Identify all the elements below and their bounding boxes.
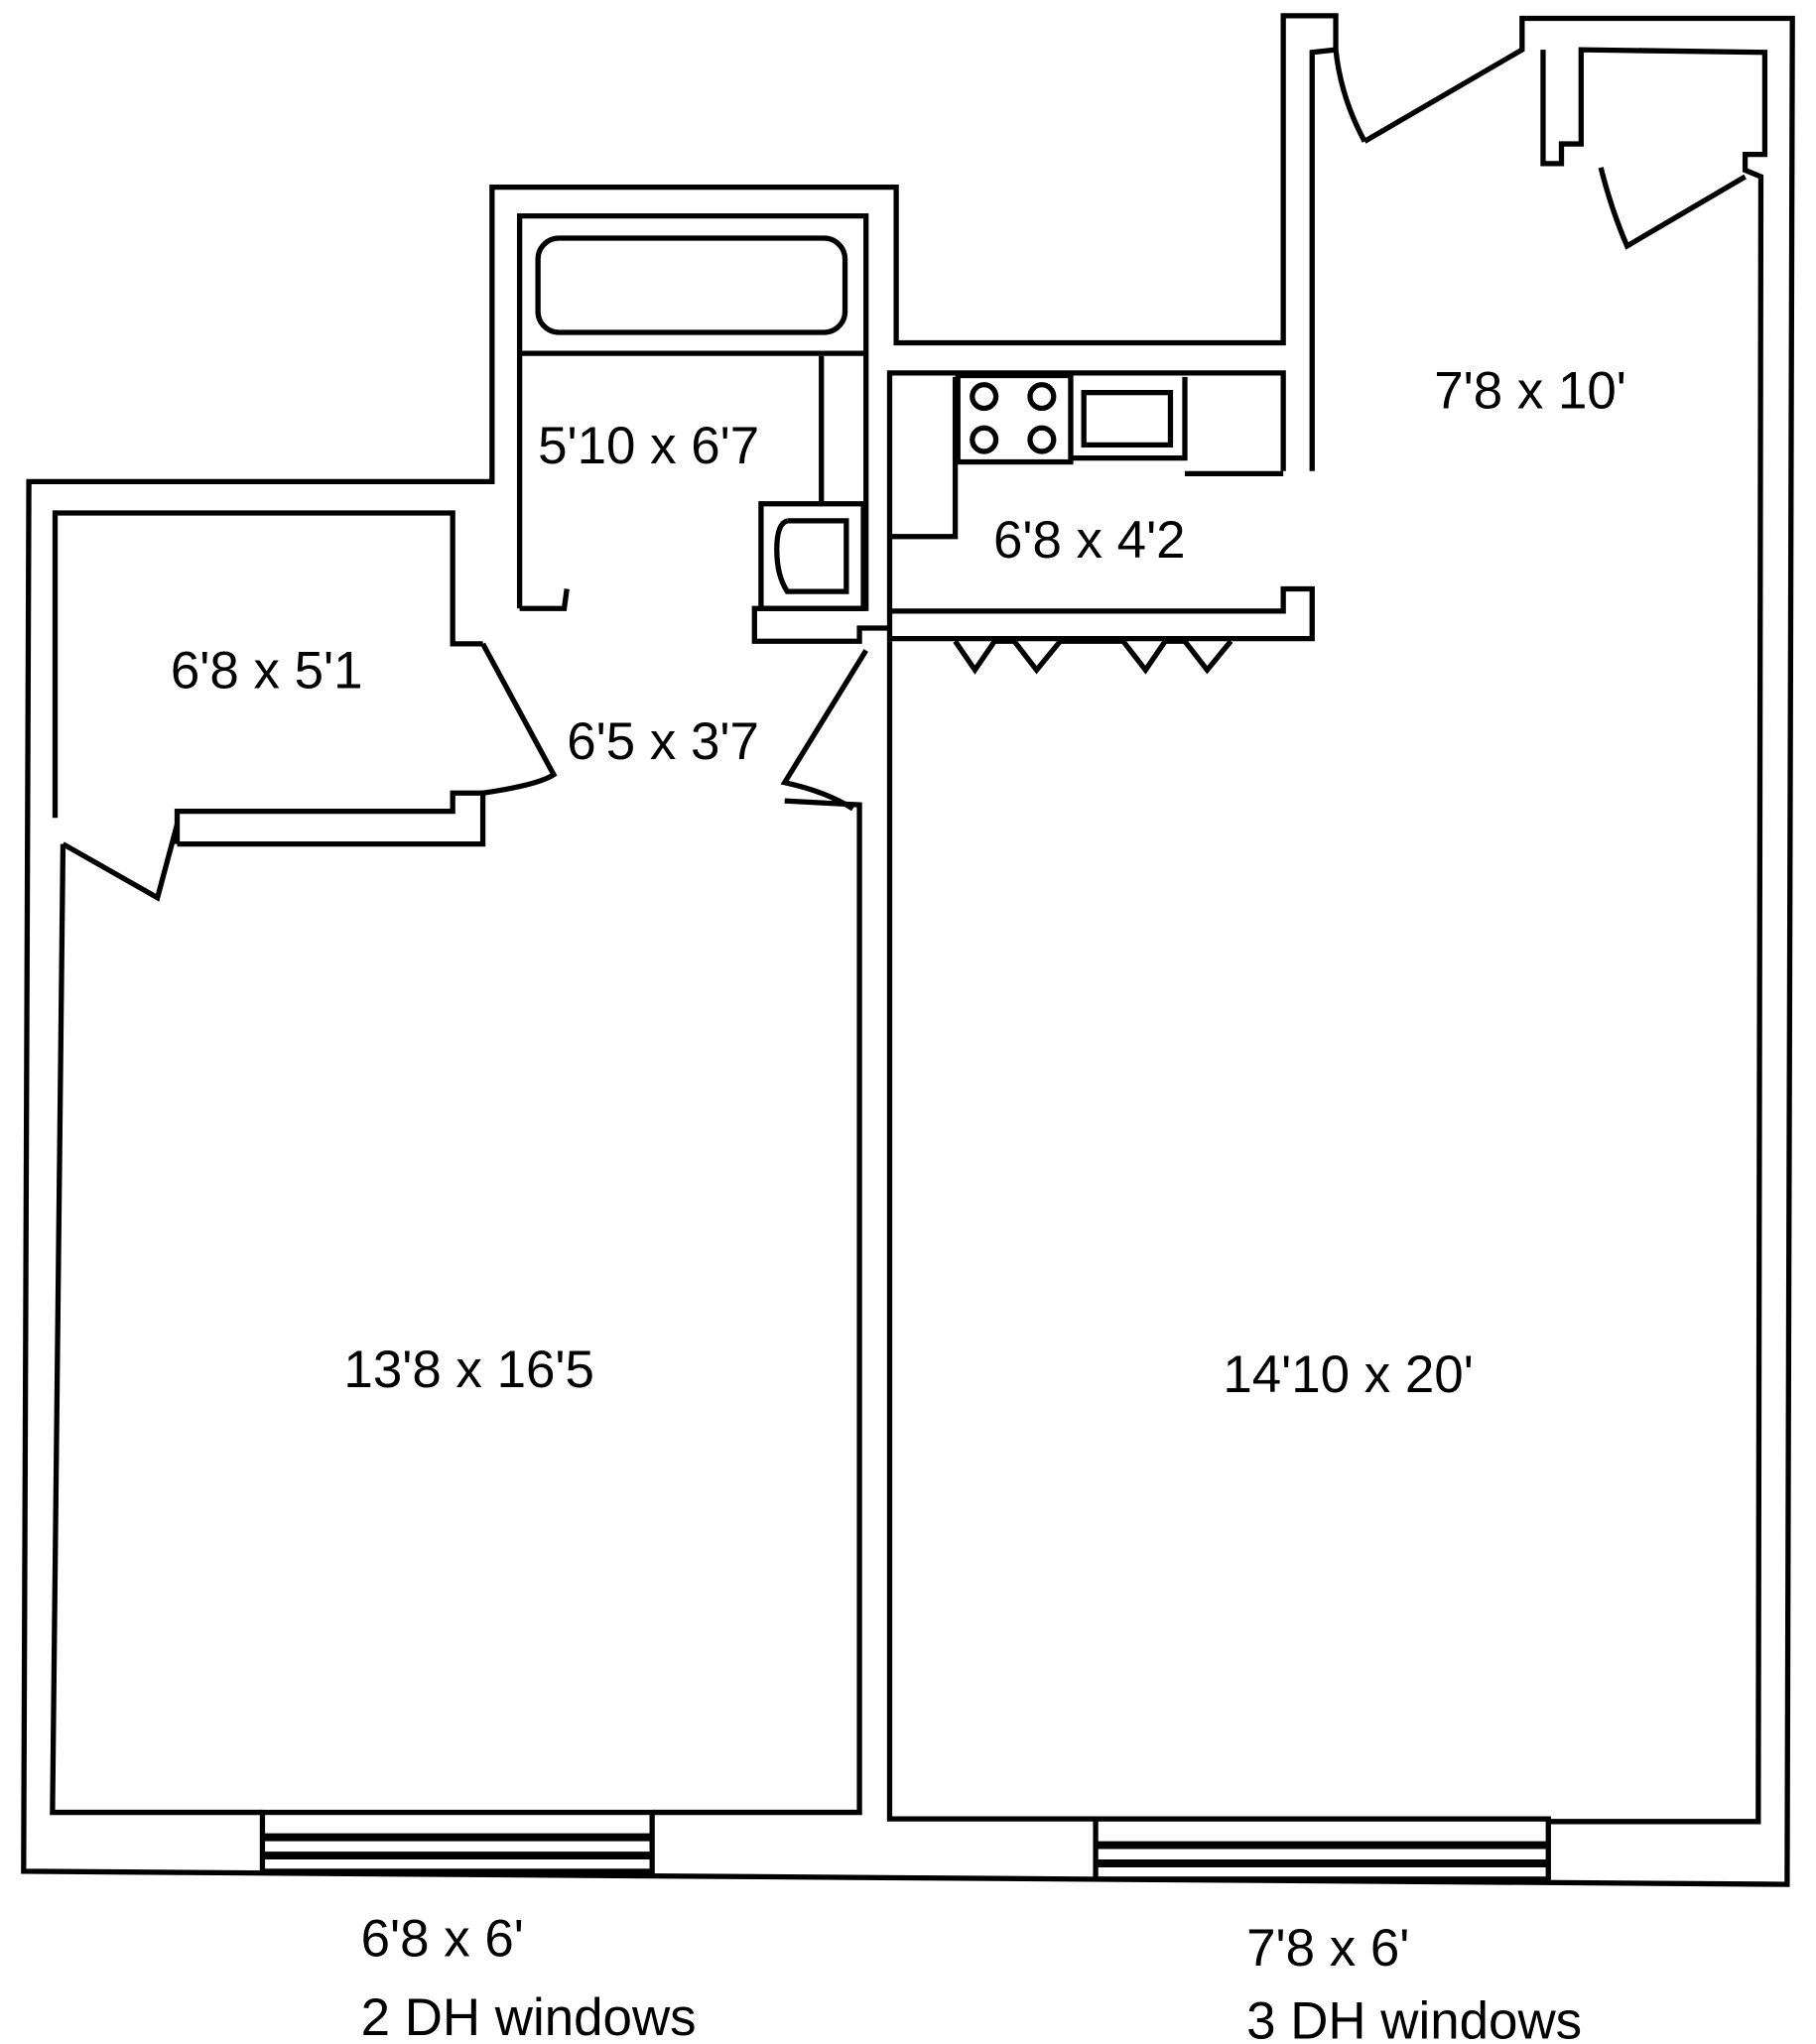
window-left xyxy=(259,1809,655,1874)
sink xyxy=(1081,390,1174,448)
kitchen-dims: 6'8 x 4'2 xyxy=(993,511,1186,570)
bathtub xyxy=(535,235,848,335)
foyer-dims: 7'8 x 10' xyxy=(1434,362,1626,421)
left-window-desc: 2 DH windows xyxy=(361,1988,697,2044)
kitchen xyxy=(886,370,1315,675)
living-walls xyxy=(886,47,1768,1825)
right-window-desc: 3 DH windows xyxy=(1246,1992,1582,2044)
outer-walls xyxy=(21,13,1795,1887)
bedroom-walls xyxy=(50,510,862,1816)
bathroom xyxy=(516,212,890,644)
hall-dims: 6'5 x 3'7 xyxy=(567,712,759,771)
right-window-size: 7'8 x 6' xyxy=(1246,1919,1409,1978)
stove xyxy=(955,372,1074,465)
closet-dims: 6'8 x 5'1 xyxy=(171,642,363,701)
folding-doors xyxy=(953,638,1233,675)
bath-dims: 5'10 x 6'7 xyxy=(538,417,759,475)
living-dims: 14'10 x 20' xyxy=(1223,1345,1473,1404)
bedroom-dims: 13'8 x 16'5 xyxy=(343,1341,593,1399)
hall-door xyxy=(780,649,868,812)
left-window-size: 6'8 x 6' xyxy=(361,1910,524,1969)
toilet xyxy=(758,501,866,611)
window-right xyxy=(1093,1816,1551,1882)
